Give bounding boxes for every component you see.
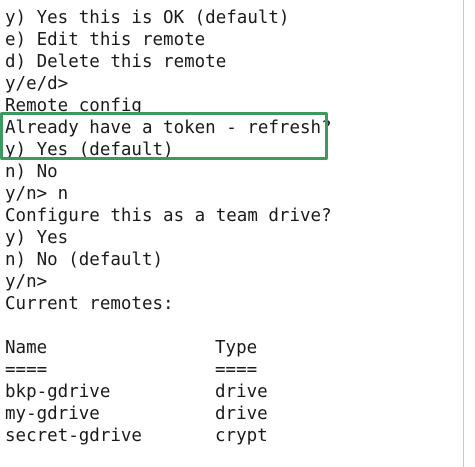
remotes-separator-type: ==== [215, 360, 258, 380]
terminal-line: n) No [5, 162, 58, 182]
terminal-line: Configure this as a team drive? [5, 206, 332, 226]
remotes-header-type: Type [215, 338, 258, 358]
remote-type: drive [215, 404, 268, 424]
remotes-separator-name: ==== [5, 360, 48, 380]
terminal-line: y/n> n [5, 184, 69, 204]
remote-name: bkp-gdrive [5, 382, 111, 402]
terminal-line: y) Yes [5, 228, 69, 248]
terminal-line: y) Yes this is OK (default) [5, 8, 290, 28]
terminal-line: d) Delete this remote [5, 52, 227, 72]
terminal-line: Current remotes: [5, 294, 174, 314]
terminal-line: n) No (default) [5, 250, 164, 270]
remotes-header-name: Name [5, 338, 48, 358]
highlight-annotation-box [0, 112, 328, 160]
terminal-line: Remote config [5, 96, 142, 116]
terminal-line: e) Edit this remote [5, 30, 206, 50]
terminal-line-highlighted: Already have a token - refresh? [5, 118, 332, 138]
terminal-line: y/n> [5, 272, 48, 292]
remote-name: secret-gdrive [5, 426, 142, 446]
terminal-line-highlighted: y) Yes (default) [5, 140, 174, 160]
terminal-line: y/e/d> [5, 74, 69, 94]
window-edge-divider [463, 0, 464, 467]
remote-type: crypt [215, 426, 268, 446]
remote-name: my-gdrive [5, 404, 100, 424]
remote-type: drive [215, 382, 268, 402]
